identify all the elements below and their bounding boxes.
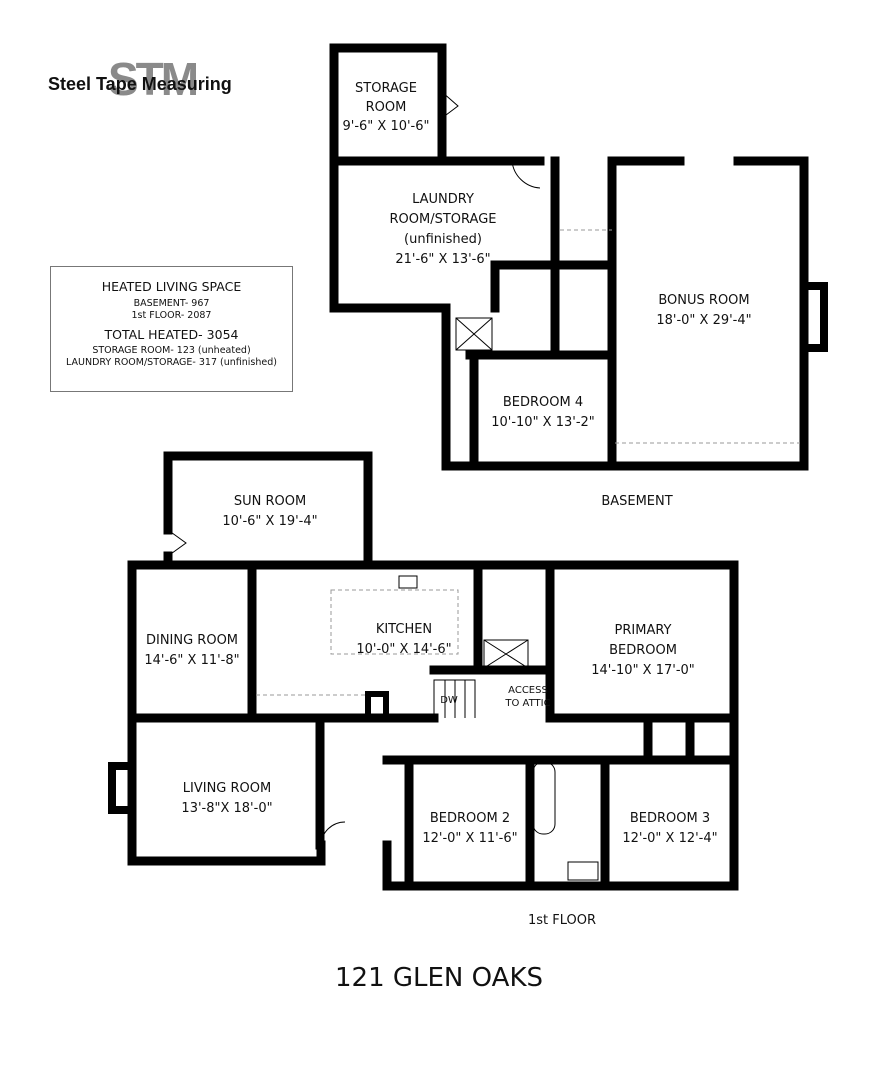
summary-total: TOTAL HEATED- 3054 <box>104 327 239 342</box>
storage-room-name: STORAGE <box>355 81 417 96</box>
basement-walls <box>329 43 828 471</box>
summary-heading: HEATED LIVING SPACE <box>101 279 242 294</box>
company-logo: STM Steel Tape Measuring <box>48 56 238 106</box>
bedroom3-dims: 12'-0" X 12'-4" <box>622 831 717 846</box>
bonus-room-name: BONUS ROOM <box>658 293 749 308</box>
living-room-name: LIVING ROOM <box>183 781 271 796</box>
storage-room-name-2: ROOM <box>366 100 407 115</box>
primary-bedroom-name-2: BEDROOM <box>609 643 677 658</box>
logo-name: Steel Tape Measuring <box>48 74 232 94</box>
laundry-room-name-2: ROOM/STORAGE <box>390 212 497 227</box>
first-floor-label: 1st FLOOR <box>528 913 596 928</box>
dining-room-dims: 14'-6" X 11'-8" <box>144 653 239 668</box>
summary-storage: STORAGE ROOM- 123 (unheated) <box>92 345 251 356</box>
bedroom3-name: BEDROOM 3 <box>630 811 710 826</box>
bedroom4-dims: 10'-10" X 13'-2" <box>491 415 595 430</box>
living-room-dims: 13'-8"X 18'-0" <box>181 801 272 816</box>
bedroom4-name: BEDROOM 4 <box>503 395 583 410</box>
bonus-room-dims: 18'-0" X 29'-4" <box>656 313 751 328</box>
property-address: 121 GLEN OAKS <box>334 963 543 993</box>
primary-bedroom-name: PRIMARY <box>615 623 672 638</box>
summary-laundry: LAUNDRY ROOM/STORAGE- 317 (unfinished) <box>66 357 277 368</box>
attic-access-label-2: TO ATTIC <box>504 698 550 709</box>
storage-room-dims: 9'-6" X 10'-6" <box>342 119 429 134</box>
laundry-room-dims: 21'-6" X 13'-6" <box>395 252 490 267</box>
kitchen-dims: 10'-0" X 14'-6" <box>356 642 451 657</box>
dining-room-name: DINING ROOM <box>146 633 238 648</box>
dishwasher-label: DW <box>440 695 458 706</box>
logo-mark: STM <box>108 53 199 105</box>
sun-room-dims: 10'-6" X 19'-4" <box>222 514 317 529</box>
sun-room-name: SUN ROOM <box>234 494 306 509</box>
laundry-room-status: (unfinished) <box>404 232 482 247</box>
laundry-room-name: LAUNDRY <box>412 192 474 207</box>
bedroom2-dims: 12'-0" X 11'-6" <box>422 831 517 846</box>
first-floor-walls <box>108 451 739 891</box>
summary-basement: BASEMENT- 967 <box>133 298 210 309</box>
heated-space-summary: HEATED LIVING SPACE BASEMENT- 967 1st FL… <box>50 266 293 392</box>
attic-access-label: ACCESS <box>508 685 548 696</box>
kitchen-name: KITCHEN <box>376 622 432 637</box>
summary-first-floor: 1st FLOOR- 2087 <box>131 310 212 321</box>
basement-label: BASEMENT <box>601 494 672 509</box>
primary-bedroom-dims: 14'-10" X 17'-0" <box>591 663 695 678</box>
bedroom2-name: BEDROOM 2 <box>430 811 510 826</box>
